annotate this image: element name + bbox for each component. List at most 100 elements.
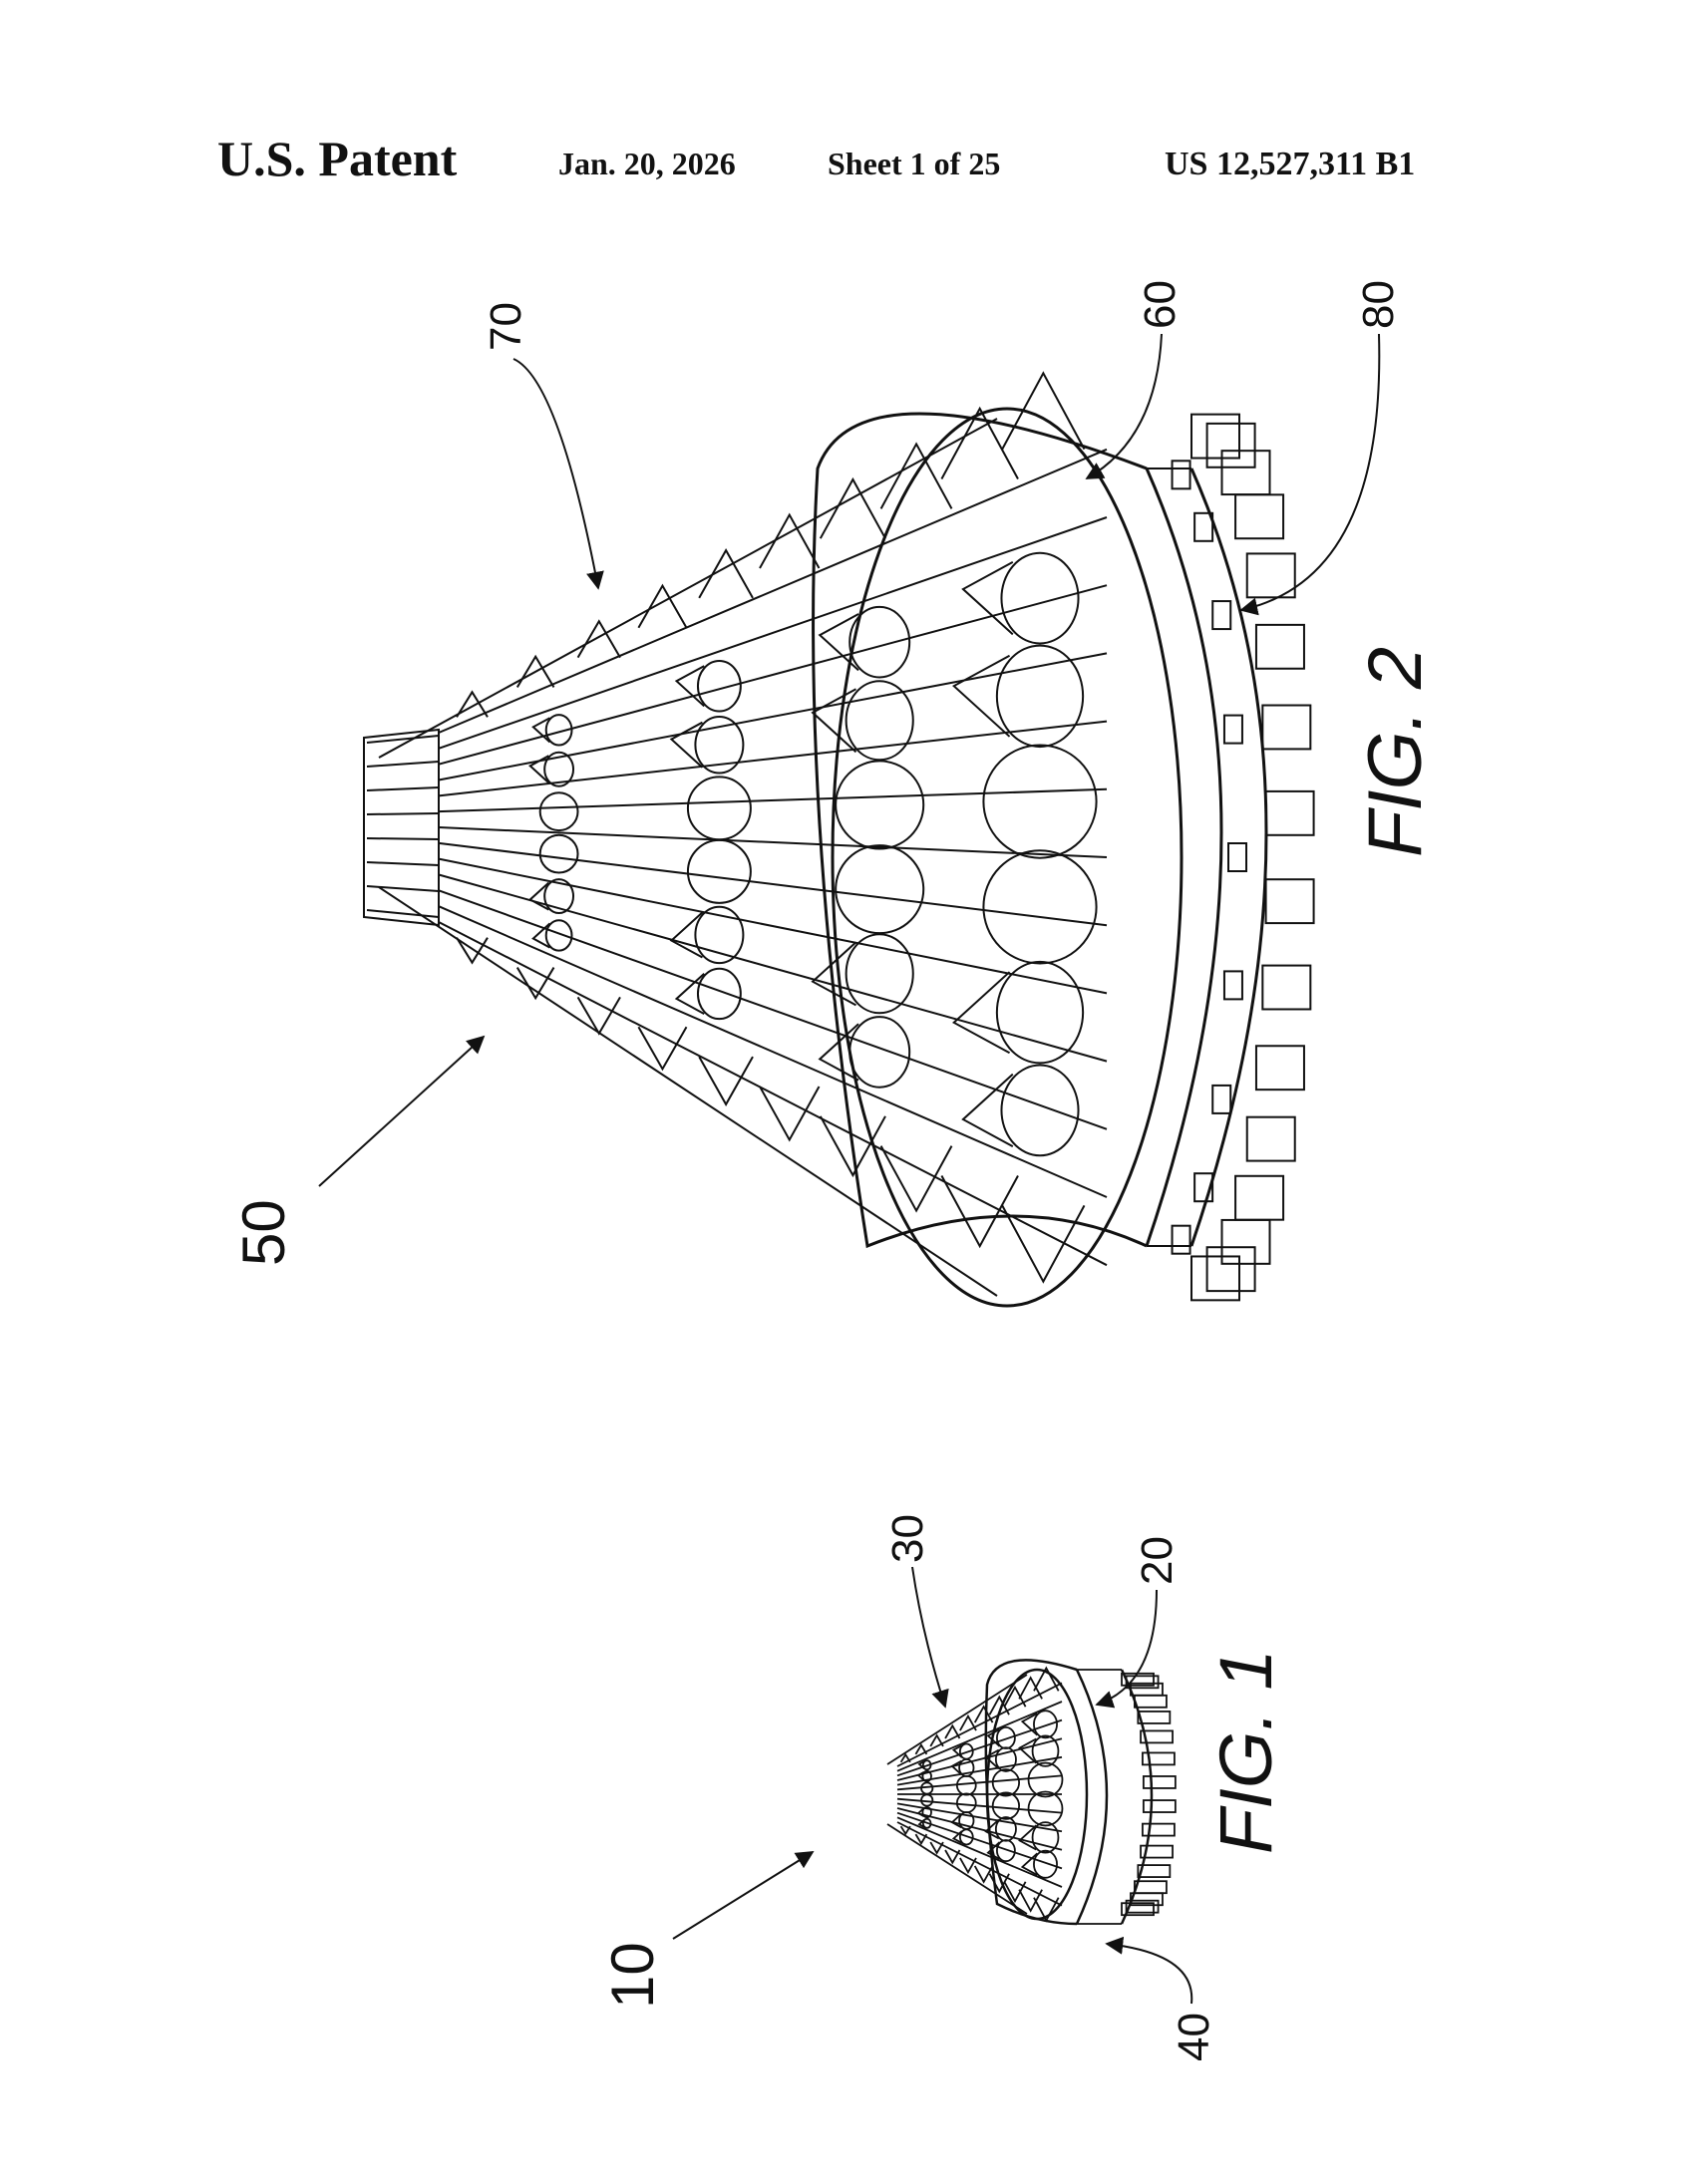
pad-circle <box>696 967 742 1021</box>
outer-spike <box>973 1705 994 1723</box>
outer-spike <box>940 406 1019 479</box>
ref-40: 40 <box>1170 2013 1218 2061</box>
base-tooth <box>1261 704 1312 751</box>
base-tooth <box>1134 1694 1168 1709</box>
rib-line <box>896 1807 1063 1851</box>
sheet-number: Sheet 1 of 25 <box>828 146 1001 181</box>
leader-50 <box>318 1035 486 1187</box>
cone-spike <box>984 1818 1000 1840</box>
outer-spike <box>914 1833 928 1846</box>
outer-spike <box>914 1742 928 1755</box>
base-tooth <box>1125 1675 1160 1690</box>
pad-circle <box>1033 1710 1058 1739</box>
cone-spike <box>528 881 550 911</box>
base-tooth <box>1121 1902 1155 1917</box>
ref-50: 50 <box>230 1199 297 1266</box>
pad-circle <box>991 1768 1021 1797</box>
leader-40 <box>1105 1936 1193 2005</box>
rib-line <box>438 905 1108 1198</box>
cone-spike <box>951 1744 963 1758</box>
pad-circle <box>1000 551 1080 645</box>
pad-circle <box>1027 1790 1064 1827</box>
pad-circle <box>921 1769 932 1782</box>
rib-line <box>896 1797 1063 1814</box>
ring-slot <box>1227 842 1247 872</box>
base-tooth <box>1130 1892 1164 1907</box>
pad-circle <box>982 849 1098 965</box>
cone-spike <box>811 941 857 1007</box>
leader-70 <box>512 358 604 590</box>
base-tooth <box>1137 1711 1172 1724</box>
pad-circle <box>921 1817 932 1829</box>
base-tooth <box>1220 1218 1271 1265</box>
base-tooth <box>1140 1729 1174 1744</box>
base-tooth <box>1142 1775 1177 1789</box>
base-tooth <box>1234 493 1285 540</box>
pad-circle <box>1000 1064 1080 1157</box>
base-tooth <box>1190 1255 1240 1302</box>
rib-line <box>438 921 1108 1267</box>
caption-fig-1: FIG. 1 <box>1204 1649 1287 1854</box>
rib-line <box>896 1816 1063 1888</box>
ring-slot <box>1211 600 1232 631</box>
cone-spike <box>917 1760 925 1770</box>
base-tooth <box>1125 1899 1160 1914</box>
ref-60: 60 <box>1136 280 1185 329</box>
outer-spike <box>973 1865 994 1884</box>
base-tooth <box>1134 1880 1168 1895</box>
pad-circle <box>543 878 575 915</box>
pad-circle <box>835 844 925 935</box>
cone-spike <box>528 755 550 784</box>
pad-circle <box>995 960 1085 1065</box>
cone-tip-outline <box>363 728 440 927</box>
outer-spike <box>456 937 489 965</box>
patent-label: U.S. Patent <box>217 131 458 186</box>
tip-line <box>366 837 440 840</box>
rib-line <box>438 841 1108 927</box>
flange-ellipse <box>831 407 1184 1308</box>
cone-spike <box>961 560 1014 636</box>
cone-spike <box>917 1818 925 1828</box>
base-tooth <box>1205 1246 1256 1293</box>
base-tooth <box>1142 1751 1176 1766</box>
cone-spike <box>669 721 704 769</box>
caption-fig-2: FIG. 2 <box>1353 647 1438 857</box>
pad-circle <box>696 660 742 713</box>
cone-spike <box>952 654 1011 738</box>
tip-line <box>366 786 440 791</box>
base-teeth-drawing <box>1190 413 1315 1302</box>
cone-spike <box>950 1813 962 1829</box>
outer-spike <box>929 1841 944 1855</box>
cone-spike <box>669 911 704 959</box>
figure-2-drawing <box>363 371 1315 1308</box>
cone-spike <box>984 1748 1000 1770</box>
pad-circle <box>845 933 914 1015</box>
outer-spike <box>515 967 555 1001</box>
cone-spike <box>531 922 551 949</box>
small-base-ring <box>1075 1669 1109 1925</box>
cone-spike <box>1020 1852 1038 1876</box>
base-ring-drawing <box>1145 468 1268 1247</box>
cone-spike <box>818 1023 859 1082</box>
pad-circle <box>845 680 914 762</box>
outer-spike <box>1003 1881 1027 1904</box>
ring-slot <box>1222 970 1243 1001</box>
cone-spike <box>950 1759 962 1775</box>
rib-line <box>438 857 1108 995</box>
outer-spike <box>1001 371 1086 451</box>
outer-spike <box>637 1026 688 1072</box>
pad-circle <box>958 1742 974 1760</box>
outer-spike <box>899 1825 911 1836</box>
pad-circle <box>544 919 573 952</box>
pad-circle <box>920 1793 934 1807</box>
outer-spike <box>1003 1685 1027 1708</box>
base-tooth <box>1205 422 1256 468</box>
pad-circle <box>994 1816 1017 1842</box>
rib-line <box>438 652 1108 781</box>
patent-number: US 12,527,311 B1 <box>1165 146 1416 182</box>
rib-line <box>438 448 1108 734</box>
cone-body-outline <box>378 418 998 1297</box>
outer-spike <box>456 690 489 718</box>
outer-spike <box>759 1086 821 1142</box>
